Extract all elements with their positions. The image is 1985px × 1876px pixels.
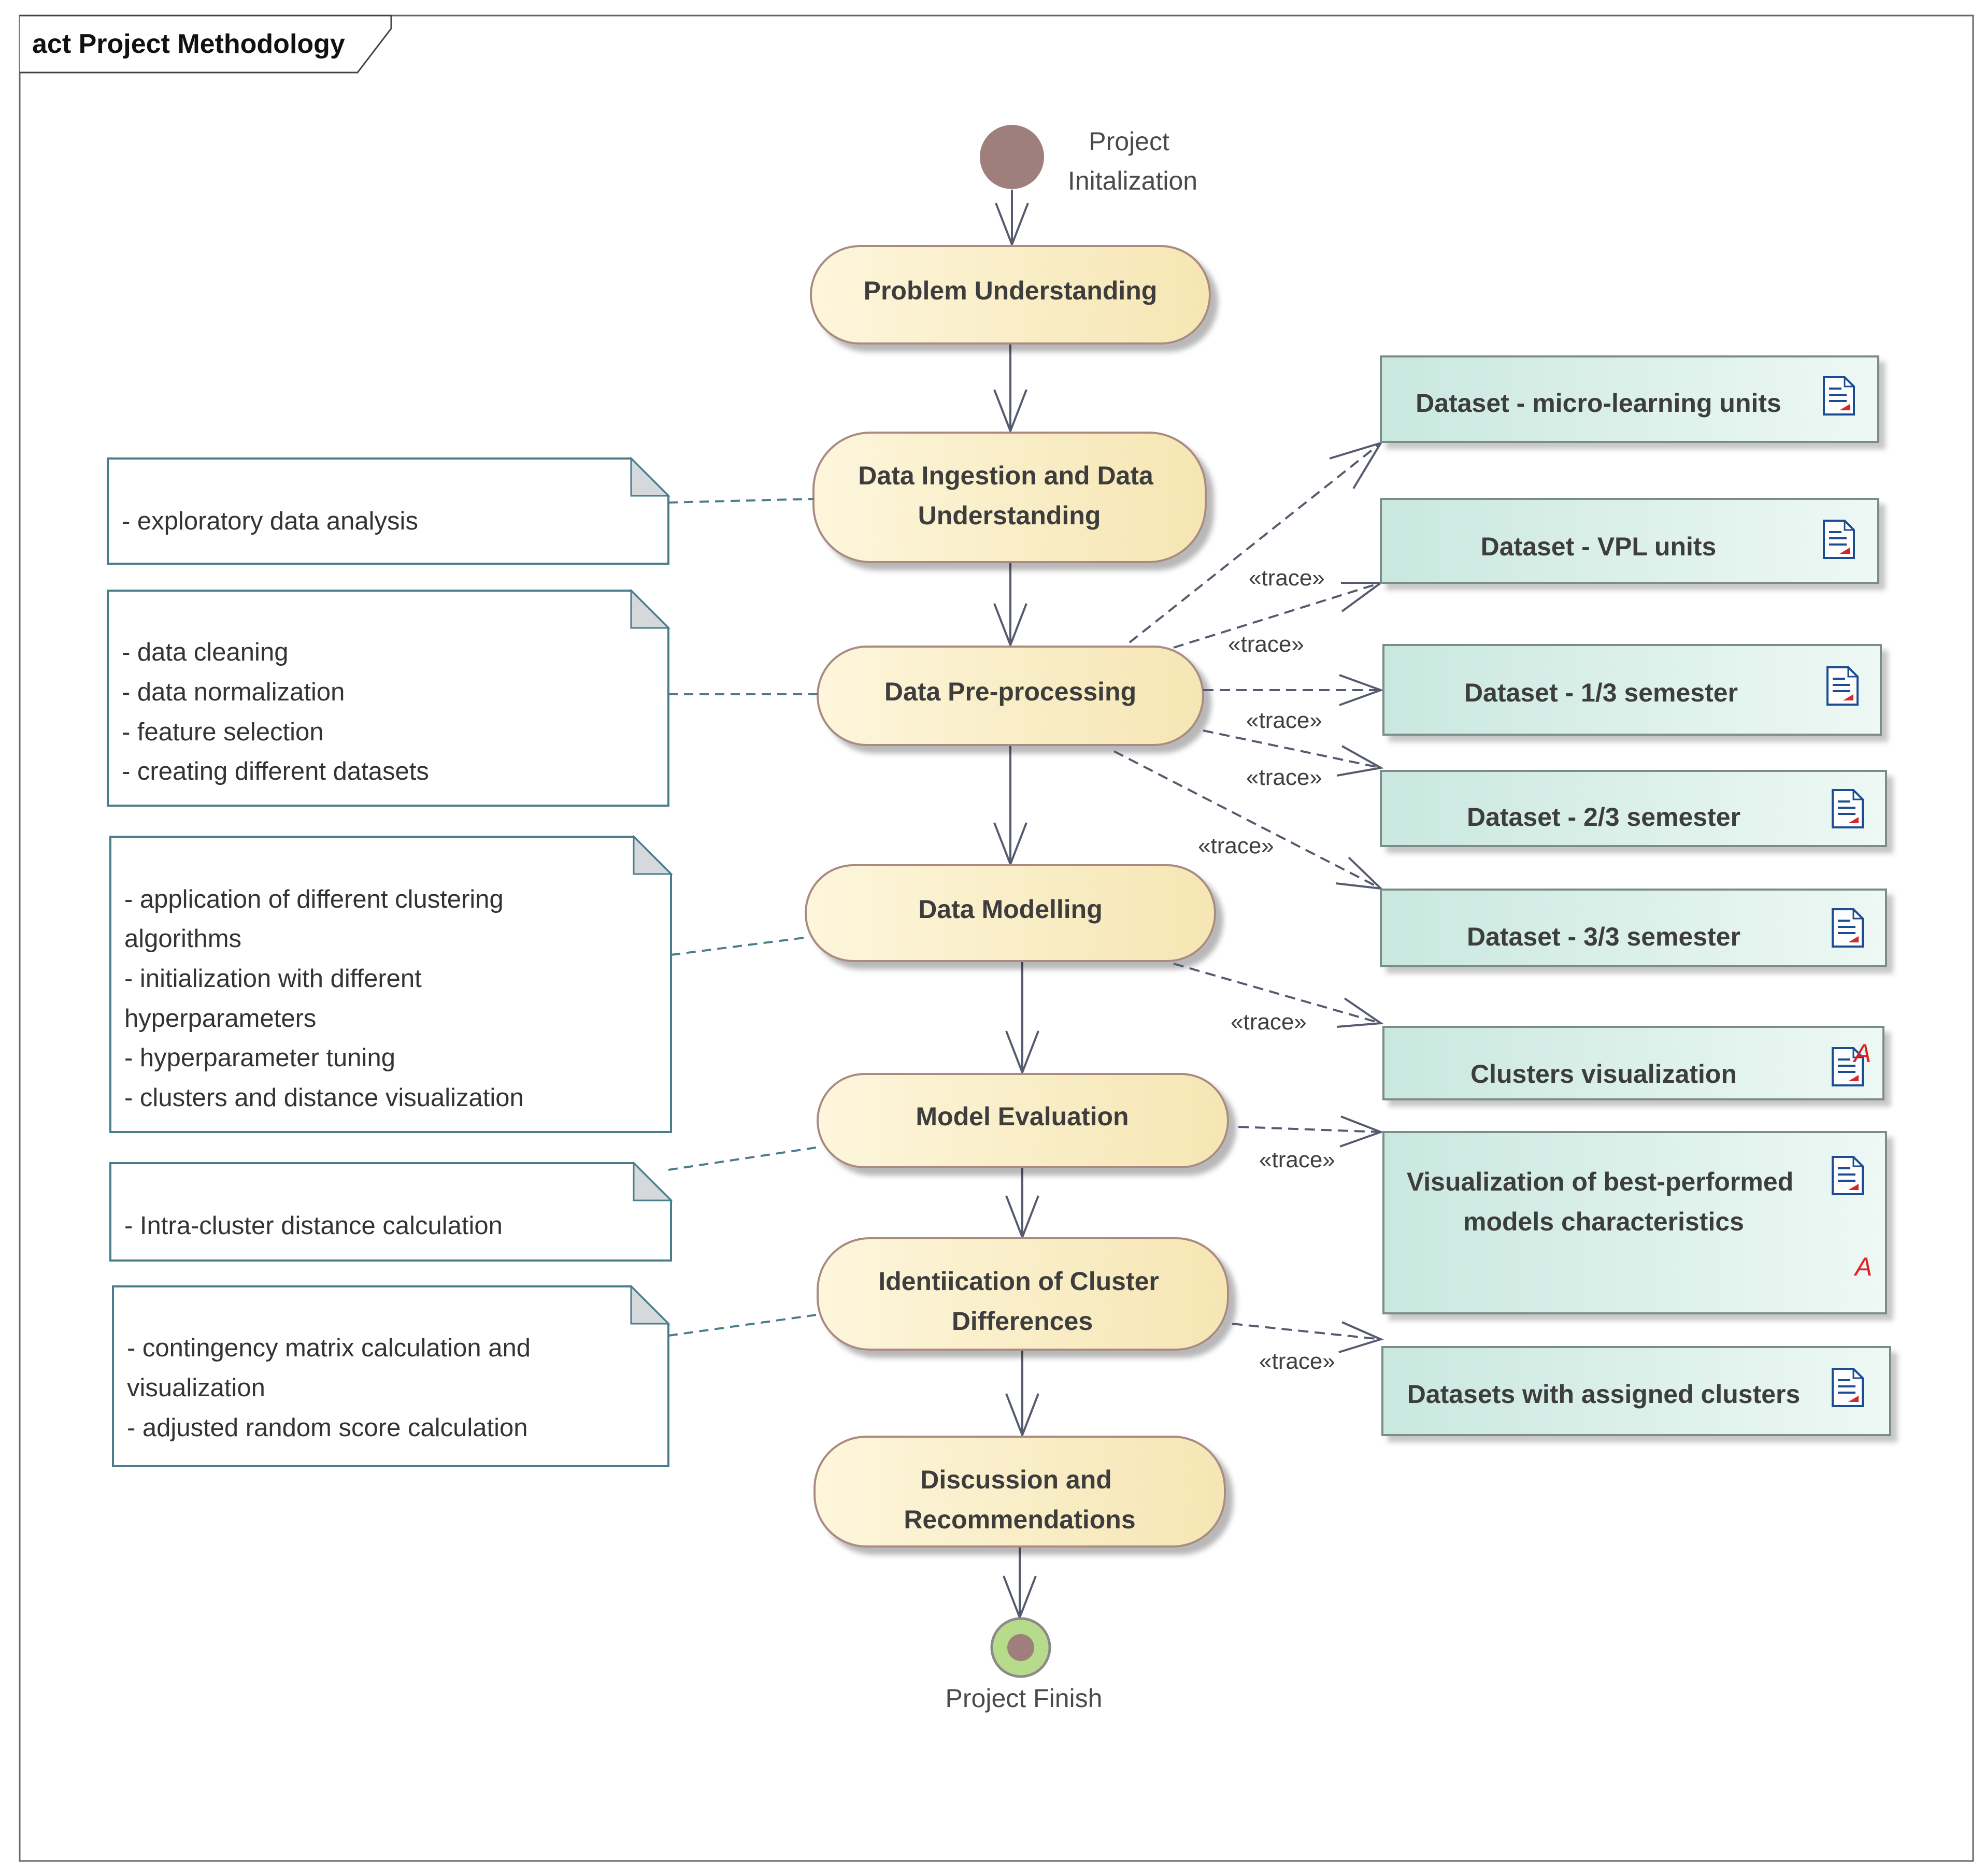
initial-node-label: Project Initalization xyxy=(1068,127,1197,195)
artifact-label: Visualization of best-performed models c… xyxy=(1407,1167,1801,1236)
trace-to-semester-1 xyxy=(1203,674,1384,706)
artifact-label: Dataset - 3/3 semester xyxy=(1467,922,1740,951)
document-icon xyxy=(1826,666,1859,706)
activity-model-evaluation[interactable]: Model Evaluation xyxy=(817,1073,1229,1168)
activity-label: Model Evaluation xyxy=(916,1102,1129,1131)
note-preprocessing-steps: - data cleaning - data normalization - f… xyxy=(107,589,670,807)
trace-label: «trace» xyxy=(1246,765,1322,790)
trace-labels: «trace» «trace» «trace» «trace» «trace» … xyxy=(1198,565,1335,1374)
frame-title-tab xyxy=(20,15,392,74)
note-exploratory-analysis: - exploratory data analysis xyxy=(107,456,670,565)
document-icon xyxy=(1832,1368,1864,1407)
note-text: - Intra-cluster distance calculation xyxy=(124,1212,503,1240)
artifact-label: Clusters visualization xyxy=(1470,1059,1737,1089)
trace-label: «trace» xyxy=(1231,1009,1307,1035)
artifact-label: Dataset - 2/3 semester xyxy=(1467,803,1740,832)
initial-node xyxy=(980,125,1044,189)
note-text: - contingency matrix calculation and vis… xyxy=(127,1334,538,1442)
final-node-label: Project Finish xyxy=(946,1684,1103,1713)
note-cluster-difference-steps: - contingency matrix calculation and vis… xyxy=(112,1284,670,1467)
artifact-label: Dataset - micro-learning units xyxy=(1416,389,1781,418)
document-icon xyxy=(1823,520,1855,559)
trace-label: «trace» xyxy=(1249,565,1325,591)
artifact-dataset-vpl-units[interactable]: Dataset - VPL units xyxy=(1380,498,1879,584)
artifact-label: Datasets with assigned clusters xyxy=(1407,1380,1801,1409)
activity-problem-understanding[interactable]: Problem Understanding xyxy=(810,245,1211,345)
activity-label: Problem Understanding xyxy=(864,276,1158,305)
artifact-dataset-semester-1[interactable]: Dataset - 1/3 semester xyxy=(1382,644,1882,736)
activity-data-preprocessing[interactable]: Data Pre-processing xyxy=(817,646,1204,746)
activity-label: Discussion and Recommendations xyxy=(904,1465,1135,1534)
trace-label: «trace» xyxy=(1259,1147,1335,1172)
trace-to-clusters-visualization xyxy=(1173,963,1384,1028)
activity-label: Data Pre-processing xyxy=(884,677,1136,706)
trace-label: «trace» xyxy=(1246,708,1322,733)
activity-label: Data Ingestion and Data Understanding xyxy=(858,461,1160,530)
activity-discussion-and-recommendations[interactable]: Discussion and Recommendations xyxy=(813,1436,1226,1548)
document-icon xyxy=(1832,908,1864,948)
activity-identification-of-cluster-differences[interactable]: Identiication of Cluster Differences xyxy=(817,1237,1229,1351)
note-evaluation-steps: - Intra-cluster distance calculation xyxy=(109,1161,673,1262)
trace-to-best-models xyxy=(1238,1115,1384,1148)
document-icon xyxy=(1832,1047,1864,1086)
activity-data-modelling[interactable]: Data Modelling xyxy=(805,864,1216,962)
trace-to-assigned-clusters xyxy=(1232,1321,1384,1353)
note-connectors xyxy=(668,498,818,1337)
activity-label: Data Modelling xyxy=(918,895,1103,924)
final-node xyxy=(990,1617,1051,1678)
artifact-clusters-visualization[interactable]: Clusters visualization A xyxy=(1382,1026,1884,1100)
frame-title: act Project Methodology xyxy=(32,29,345,59)
activity-label: Identiication of Cluster Differences xyxy=(878,1267,1166,1336)
document-icon xyxy=(1823,376,1855,416)
activity-data-ingestion[interactable]: Data Ingestion and Data Understanding xyxy=(812,432,1207,563)
trace-label: «trace» xyxy=(1259,1349,1335,1374)
artifact-dataset-semester-3[interactable]: Dataset - 3/3 semester xyxy=(1380,889,1887,967)
artifact-datasets-with-clusters[interactable]: Datasets with assigned clusters xyxy=(1381,1346,1891,1436)
attachment-marker-icon: A xyxy=(1852,1039,1871,1068)
trace-to-semester-2 xyxy=(1203,729,1384,777)
artifact-dataset-micro-learning[interactable]: Dataset - micro-learning units xyxy=(1380,355,1879,443)
trace-dependencies xyxy=(1113,441,1384,1353)
artifact-dataset-semester-2[interactable]: Dataset - 2/3 semester xyxy=(1380,770,1887,847)
attachment-marker-icon: A xyxy=(1853,1252,1872,1281)
note-modelling-steps: - application of different clustering al… xyxy=(109,835,673,1133)
artifact-label: Dataset - VPL units xyxy=(1481,532,1717,561)
trace-label: «trace» xyxy=(1198,833,1274,858)
note-text: - application of different clustering al… xyxy=(124,885,524,1112)
trace-label: «trace» xyxy=(1228,632,1304,657)
document-icon xyxy=(1832,1156,1864,1195)
artifact-best-models-visualization[interactable]: Visualization of best-performed models c… xyxy=(1382,1131,1887,1314)
note-text: - data cleaning - data normalization - f… xyxy=(122,638,429,785)
artifact-label: Dataset - 1/3 semester xyxy=(1464,678,1738,707)
note-text: - exploratory data analysis xyxy=(122,507,418,535)
document-icon xyxy=(1832,789,1864,828)
